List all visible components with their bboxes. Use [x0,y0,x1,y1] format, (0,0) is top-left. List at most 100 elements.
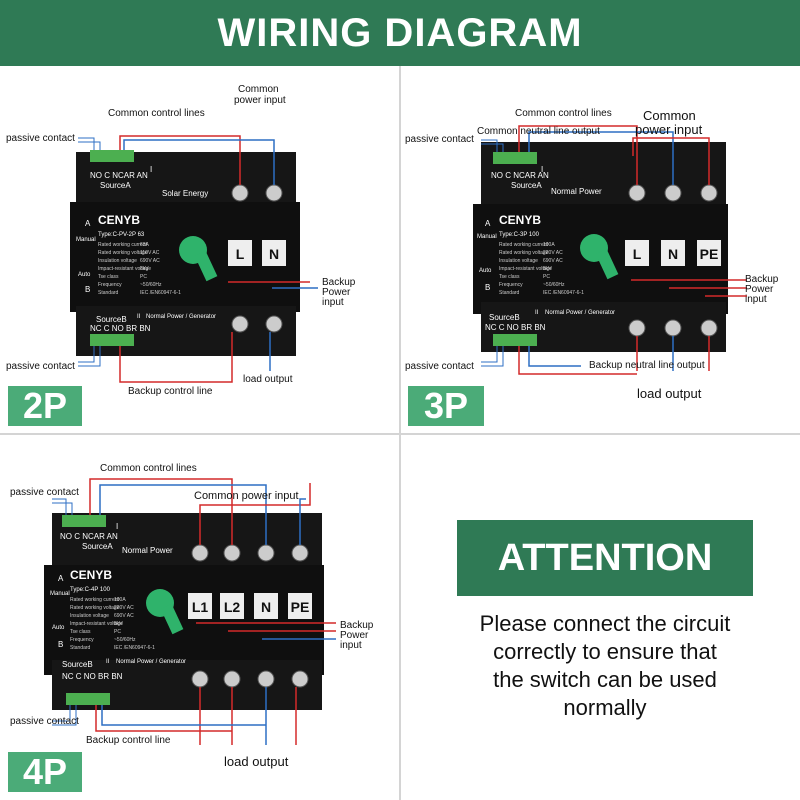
wire-red [119,346,233,383]
callout-backup-power-input: Backup [745,274,779,285]
callout-backup-power-input: Backup [340,620,374,631]
pole-label: N [668,246,678,262]
normal-generator-label: Normal Power / Generator [146,314,216,320]
wire-blue [481,346,504,367]
wire-blue [101,705,266,726]
bottom-terminal-labels: NC C NO BR BN [90,324,151,333]
spec-value: 110V AC [140,250,160,256]
spec-value: 690V AC [140,258,160,264]
spec-value: 220V AC [543,250,563,256]
wire-blue [123,139,275,185]
spec-value: IEC /EN60947-6-1 [140,290,181,296]
callout-common-neutral-output: Common neutral line output [477,126,600,137]
callout-backup-power-input: input [745,294,767,305]
attention-banner: ATTENTION [457,520,753,596]
wire-blue [481,139,498,152]
callout-backup-control-line: Backup control line [86,735,171,746]
callout-common-power-input: Common power input [194,490,299,502]
screw-terminal [191,544,209,562]
screw-terminal [664,319,682,337]
mark-b: B [485,283,490,292]
type-label: Type:C-3P 100 [499,232,540,238]
spec-value: IEC /EN60947-6-1 [543,290,584,296]
switch-handle-grip [160,603,184,635]
pole-window [625,240,649,266]
mark-i: I [541,165,543,174]
terminal-block-top [90,150,134,162]
callout-common-power-input: Common [238,84,279,95]
wire-blue [99,484,267,545]
screw-terminal [628,184,646,202]
pole-window-n [262,240,286,266]
spec-text: Tse class [98,274,119,280]
attention-title: ATTENTION [497,536,713,579]
top-terminal-labels: NO C NCAR AN [60,532,118,541]
wire-blue [52,705,77,726]
mark-a: A [58,574,64,583]
panel-4p: L1 L2 N PE NO C NCAR AN SourceA I Normal… [0,435,399,800]
spec-value: ~50/60Hz [114,637,136,643]
source-a-label: SourceA [82,542,113,551]
wire-blue [78,346,101,367]
spec-text: Standard [499,290,520,296]
normal-power-label: Normal Power [551,187,602,196]
mark-ii: II [137,314,141,320]
spec-text: Tse class [499,274,520,280]
callout-common-power-input: Common [643,108,696,123]
wire-blue [481,143,504,152]
badge-3p: 3P [408,385,484,426]
screw-terminal [231,315,249,333]
spec-value: 8kV [543,266,552,272]
screw-terminal [257,544,275,562]
screw-terminal [628,319,646,337]
callout-passive-contact-bottom: passive contact [10,716,79,727]
mark-b: B [85,285,90,294]
screw-terminal [265,315,283,333]
spec-text: Impact-resistant voltage [70,621,123,627]
pole-label: L1 [192,599,209,615]
pole-label: L [236,246,245,262]
callout-common-control-lines: Common control lines [515,108,612,119]
pole-label: PE [291,599,310,615]
spec-value: 8kV [114,621,123,627]
source-b-label: SourceB [489,313,520,322]
badge-3p-label: 3P [423,385,469,426]
spec-value: 63A [140,242,150,248]
wire-blue [528,346,581,367]
spec-value: 100A [543,242,555,248]
attention-line: the switch can be used [493,667,717,692]
terminal-block-bottom [66,693,110,705]
mark-a: A [85,219,91,228]
pole-label: L [633,246,642,262]
pole-window [697,240,721,266]
callout-common-control-lines: Common control lines [100,463,197,474]
brand-label: CENYB [499,213,541,227]
terminal-block-top [62,515,106,527]
attention-line: Please connect the circuit [479,611,731,636]
wire-red [95,705,232,732]
spec-text: Frequency [98,282,122,288]
solar-energy-label: Solar Energy [162,189,208,198]
callout-backup-power-input: Power [745,284,774,295]
spec-value: PC [114,629,121,635]
terminal-block-bottom [90,334,134,346]
pole-window [288,593,312,619]
bottom-terminal-labels: NC C NO BR BN [485,323,546,332]
spec-text: Rated working voltage [499,250,549,256]
wire-blue [78,346,95,363]
mark-i: I [116,522,118,531]
brand-label: CENYB [70,568,112,582]
badge-4p: 4P [8,751,82,792]
auto-label: Auto [52,625,65,631]
callout-passive-contact-top: passive contact [6,133,75,144]
panel-2p: L N NO C NCAR AN SourceA I Solar Energy … [0,66,399,433]
wire-blue [528,131,674,185]
spec-text: Standard [98,290,119,296]
callout-load-output: load output [224,754,289,769]
pole-window [661,240,685,266]
wire-red [632,137,710,185]
diagram-3p: L N PE NO C NCAR AN SourceA I Normal Pow… [405,108,779,401]
auto-label: Auto [479,268,492,274]
screw-terminal [291,670,309,688]
wire-blue [52,498,67,515]
